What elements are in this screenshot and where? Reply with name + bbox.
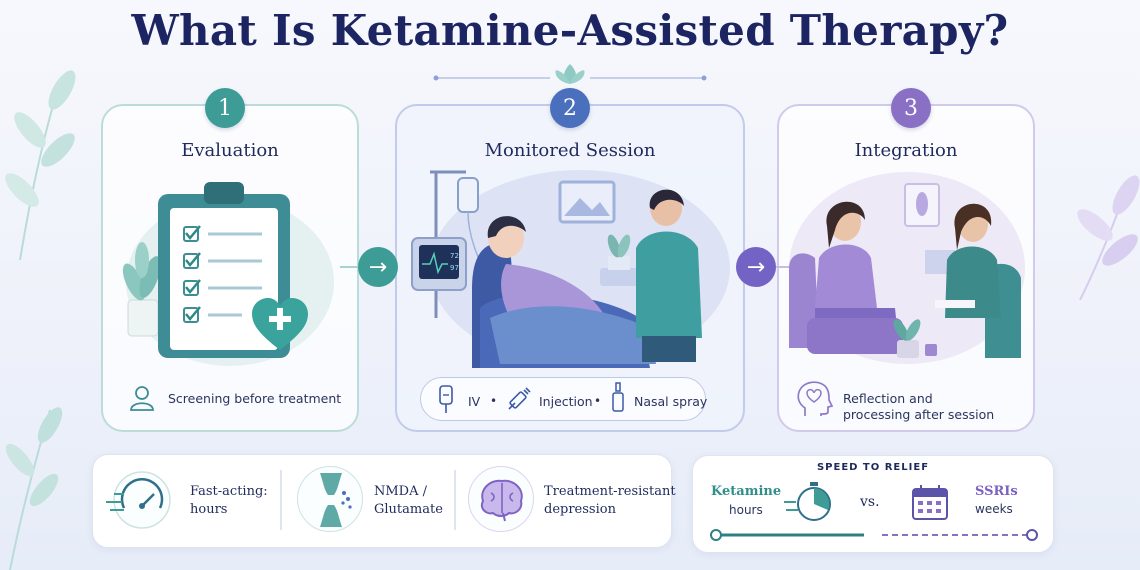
head-heart-icon xyxy=(797,381,833,416)
feature-fast-acting: Fast-acting: hours xyxy=(190,483,268,519)
divider xyxy=(454,470,456,530)
nasal-spray-icon xyxy=(612,382,624,412)
stopwatch-icon xyxy=(784,482,831,521)
plant-illustration xyxy=(893,319,921,358)
monitor-readout: 97 xyxy=(450,264,459,272)
separator-dot: • xyxy=(594,394,602,408)
integration-caption-line: processing after session xyxy=(843,407,995,422)
iv-bag-icon xyxy=(439,385,453,413)
person-icon xyxy=(130,386,154,411)
divider xyxy=(280,470,282,530)
synapse-icon xyxy=(297,466,363,532)
integration-illustration xyxy=(789,172,1025,364)
monitor-readout: 72 xyxy=(450,252,459,260)
next-step-arrow: → xyxy=(736,247,776,287)
monitored-session-illustration: 72 97 xyxy=(411,170,730,368)
feature-treatment-resistant: Treatment-resistant depression xyxy=(544,483,676,519)
therapist xyxy=(935,203,1021,358)
client xyxy=(789,201,903,354)
speed-panel-title: SPEED TO RELIEF xyxy=(816,462,930,473)
feature-line: Glutamate xyxy=(374,502,443,517)
features-panel xyxy=(92,454,672,548)
evaluation-caption: Screening before treatment xyxy=(168,391,342,406)
step-number-badge: 3 xyxy=(891,88,931,128)
separator-dot: • xyxy=(490,394,498,408)
leaf-decoration-bottom-left xyxy=(5,407,63,570)
integration-caption: Reflection and processing after session xyxy=(843,391,994,423)
step-title-integration: Integration xyxy=(854,140,958,161)
administration-routes xyxy=(420,377,706,421)
leaf-decoration-right xyxy=(1077,175,1140,300)
ketamine-time: hours xyxy=(729,503,763,517)
clipboard-illustration xyxy=(122,182,334,366)
lotus-icon xyxy=(433,64,707,84)
next-step-arrow: → xyxy=(358,247,398,287)
step-title-evaluation: Evaluation xyxy=(181,140,279,161)
feature-line: Treatment-resistant xyxy=(544,484,676,499)
versus-label: vs. xyxy=(860,494,880,510)
feature-line: NMDA / xyxy=(374,484,428,499)
feature-line: hours xyxy=(190,502,228,517)
page-title: What Is Ketamine-Assisted Therapy? xyxy=(131,6,1009,55)
feature-line: Fast-acting: xyxy=(190,484,268,499)
patient xyxy=(487,216,656,364)
brain-icon xyxy=(468,466,534,532)
route-injection: Injection xyxy=(539,394,593,409)
feature-line: depression xyxy=(544,502,616,517)
leaf-decoration-left xyxy=(5,70,76,260)
ketamine-label: Ketamine xyxy=(711,484,782,499)
step-number-badge: 1 xyxy=(205,88,245,128)
connector-line xyxy=(340,266,360,268)
ssri-label: SSRIs xyxy=(975,484,1018,499)
plant-illustration xyxy=(607,234,631,270)
nurse xyxy=(636,189,702,362)
plant-illustration xyxy=(122,242,161,337)
calendar-icon xyxy=(912,485,948,520)
integration-caption-line: Reflection and xyxy=(843,391,933,406)
route-iv: IV xyxy=(468,394,481,409)
syringe-icon xyxy=(508,387,531,410)
feature-nmda: NMDA / Glutamate xyxy=(374,483,443,519)
step-number-badge: 2 xyxy=(550,88,590,128)
speed-to-relief-panel xyxy=(692,455,1054,553)
route-nasal-spray: Nasal spray xyxy=(634,394,708,409)
speed-timeline xyxy=(710,529,1038,541)
heart-plus-icon xyxy=(252,298,308,350)
connector-line xyxy=(776,266,796,268)
clipboard-icon xyxy=(158,182,290,358)
speedometer-icon xyxy=(106,471,171,529)
ssri-time: weeks xyxy=(975,502,1013,516)
heart-monitor: 72 97 xyxy=(411,237,467,291)
step-title-monitored-session: Monitored Session xyxy=(484,140,656,161)
